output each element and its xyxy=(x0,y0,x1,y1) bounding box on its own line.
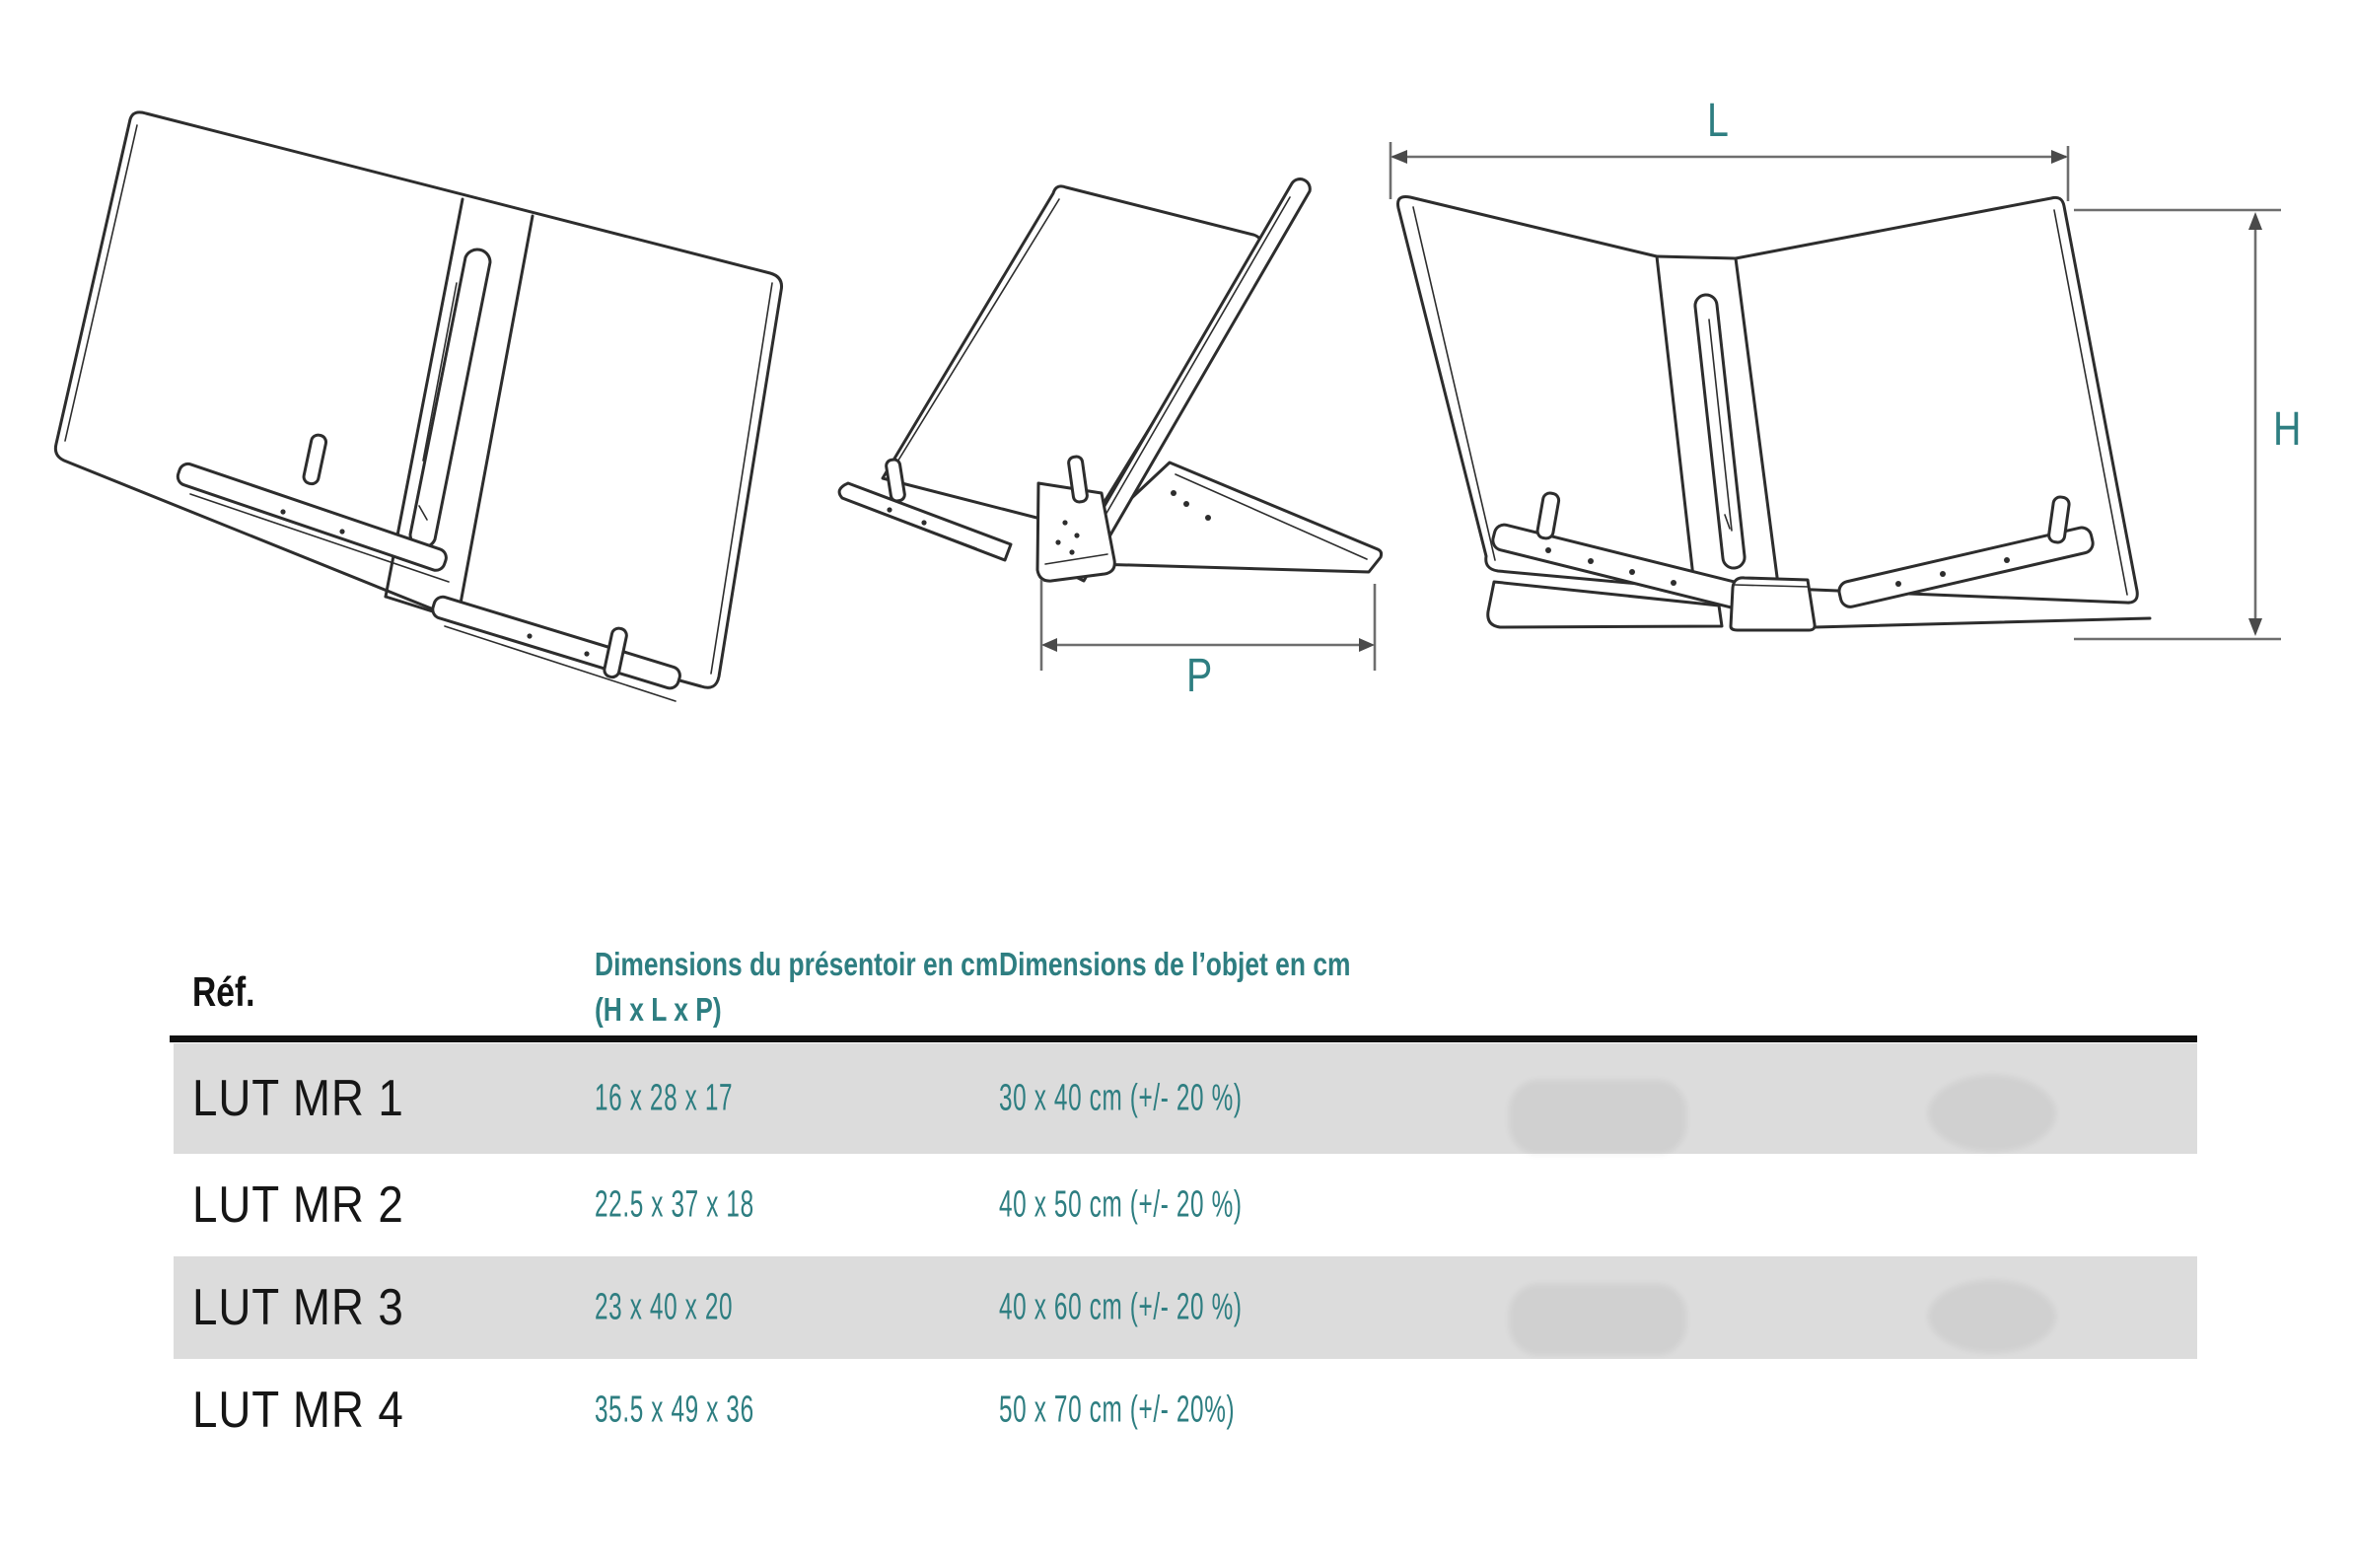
table-row: LUT MR 2 22.5 x 37 x 18 40 x 50 cm (+/- … xyxy=(174,1154,2197,1256)
length-dimension-label: L xyxy=(1707,95,1729,147)
ref-cell: LUT MR 1 xyxy=(192,1070,404,1127)
table-header-presentoir: Dimensions du présentoir en cm (H x L x … xyxy=(595,946,999,1028)
presentoir-cell: 22.5 x 37 x 18 xyxy=(595,1183,754,1226)
objet-cell: 50 x 70 cm (+/- 20%) xyxy=(999,1389,1236,1431)
ghost-placeholder xyxy=(1509,1284,1686,1355)
table-row: LUT MR 3 23 x 40 x 20 40 x 60 cm (+/- 20… xyxy=(174,1256,2197,1359)
lectern-front-view xyxy=(1389,142,2281,641)
ghost-placeholder xyxy=(1509,1080,1686,1155)
table-header-objet: Dimensions de l’objet en cm xyxy=(999,946,1351,982)
presentoir-cell: 16 x 28 x 17 xyxy=(595,1077,734,1119)
height-dimension-label: H xyxy=(2273,403,2302,456)
presentoir-cell: 35.5 x 49 x 36 xyxy=(595,1389,754,1431)
table-row: LUT MR 1 16 x 28 x 17 30 x 40 cm (+/- 20… xyxy=(174,1043,2197,1155)
ref-cell: LUT MR 3 xyxy=(192,1279,404,1336)
table-header-rule xyxy=(170,1035,2197,1042)
ghost-placeholder xyxy=(1928,1280,2056,1353)
lectern-side-view xyxy=(837,178,1384,671)
table-row: LUT MR 4 35.5 x 49 x 36 50 x 70 cm (+/- … xyxy=(174,1359,2197,1461)
depth-dimension-label: P xyxy=(1186,650,1213,702)
presentoir-cell: 23 x 40 x 20 xyxy=(595,1286,734,1328)
table-header-ref: Réf. xyxy=(192,968,255,1015)
ghost-placeholder xyxy=(1928,1075,2056,1152)
ref-cell: LUT MR 2 xyxy=(192,1176,404,1234)
ref-cell: LUT MR 4 xyxy=(192,1382,404,1439)
objet-cell: 30 x 40 cm (+/- 20 %) xyxy=(999,1077,1243,1119)
objet-cell: 40 x 60 cm (+/- 20 %) xyxy=(999,1286,1243,1328)
objet-cell: 40 x 50 cm (+/- 20 %) xyxy=(999,1183,1243,1226)
lectern-perspective-view xyxy=(53,110,783,702)
